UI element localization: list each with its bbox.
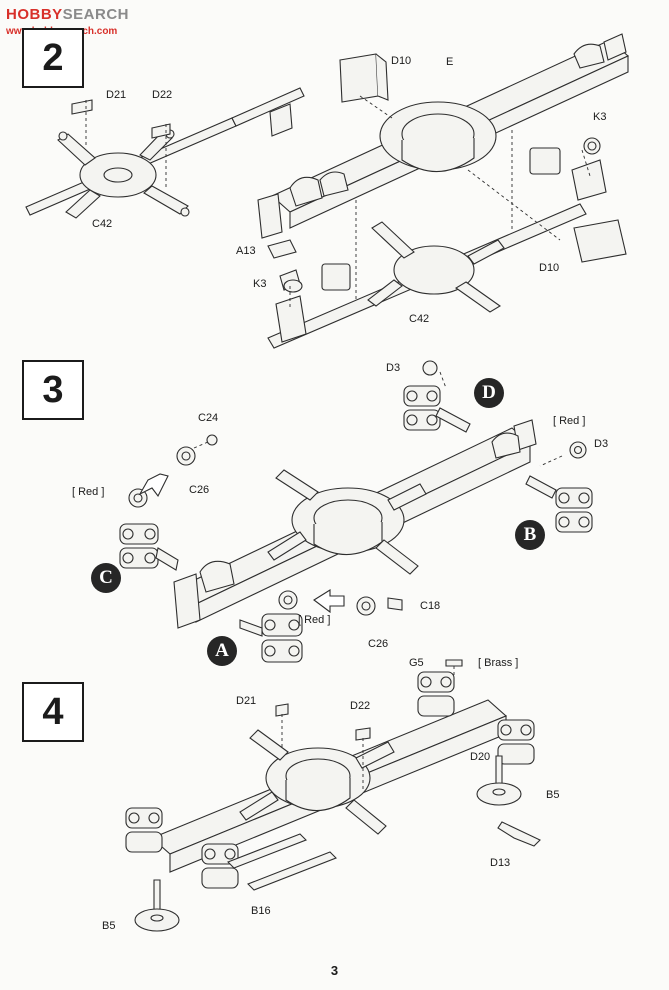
guide-k3-right bbox=[581, 149, 591, 177]
label-red-right: [ Red ] bbox=[553, 415, 586, 427]
callout-b: B bbox=[515, 520, 545, 550]
step3-part-c18 bbox=[387, 597, 403, 611]
label-d20: D20 bbox=[470, 751, 491, 763]
step2-detail-frame bbox=[25, 87, 305, 219]
step2-cross-c42 bbox=[267, 203, 587, 349]
label-b5-left: B5 bbox=[102, 920, 116, 932]
label-d21-step2: D21 bbox=[106, 89, 127, 101]
step4-part-g5 bbox=[445, 659, 463, 667]
step3-arrow-center bbox=[313, 589, 345, 614]
step3-bogie-b bbox=[525, 475, 593, 533]
label-c26-left: C26 bbox=[189, 484, 210, 496]
label-c42-step2-left: C42 bbox=[92, 218, 113, 230]
label-k3-left: K3 bbox=[253, 278, 267, 290]
watermark-logo: HOBBYSEARCH bbox=[6, 6, 129, 23]
step3-arrow-left bbox=[138, 473, 169, 498]
step3-part-c24 bbox=[206, 434, 218, 446]
step3-main-frame bbox=[173, 419, 537, 629]
label-d3-right: D3 bbox=[594, 438, 609, 450]
step3-bogie-d bbox=[403, 385, 471, 433]
step4-part-d22 bbox=[355, 727, 371, 741]
step-3-number: 3 bbox=[22, 360, 84, 420]
step3-part-d3-top bbox=[422, 360, 438, 376]
step4-part-b16-upper bbox=[227, 833, 307, 869]
label-c18: C18 bbox=[420, 600, 441, 612]
step4-bogies bbox=[125, 671, 535, 889]
step4-jack-right bbox=[476, 755, 522, 806]
guide-c42-center bbox=[467, 169, 561, 241]
step3-bogie-a bbox=[239, 613, 303, 663]
step-2-number: 2 bbox=[22, 28, 84, 88]
step4-part-d21 bbox=[275, 703, 289, 717]
page-number: 3 bbox=[330, 963, 339, 978]
label-d22-step2: D22 bbox=[152, 89, 173, 101]
guide-d10-top bbox=[359, 95, 393, 119]
callout-a: A bbox=[207, 636, 237, 666]
label-d10-bottom: D10 bbox=[539, 262, 560, 274]
label-d10-top: D10 bbox=[391, 55, 412, 67]
label-c26-center: C26 bbox=[368, 638, 389, 650]
label-b16: B16 bbox=[251, 905, 271, 917]
callout-d: D bbox=[474, 378, 504, 408]
label-red-left: [ Red ] bbox=[72, 486, 105, 498]
step-4-number: 4 bbox=[22, 682, 84, 742]
label-c42-step2-center: C42 bbox=[409, 313, 430, 325]
step4-jack-left bbox=[134, 879, 180, 932]
label-d22-step4: D22 bbox=[350, 700, 371, 712]
guide-d3-right bbox=[539, 455, 563, 467]
label-b5-right: B5 bbox=[546, 789, 560, 801]
label-red-center: [ Red ] bbox=[298, 614, 331, 626]
step2-no-glue-symbol-left bbox=[321, 263, 351, 291]
label-c24: C24 bbox=[198, 412, 219, 424]
guide-c24 bbox=[193, 441, 209, 449]
label-d21-step4: D21 bbox=[236, 695, 257, 707]
step4-main-frame bbox=[150, 699, 508, 873]
label-g5: G5 bbox=[409, 657, 424, 669]
label-d13: D13 bbox=[490, 857, 511, 869]
step2-no-glue-symbol-right bbox=[529, 147, 561, 175]
label-a13: A13 bbox=[236, 245, 256, 257]
label-k3-right: K3 bbox=[593, 111, 607, 123]
label-d3-top: D3 bbox=[386, 362, 401, 374]
step2-main-frame bbox=[257, 33, 629, 263]
step3-bogie-c bbox=[119, 523, 179, 571]
label-brass: [ Brass ] bbox=[478, 657, 519, 669]
guide-d3-top bbox=[439, 371, 447, 389]
watermark-logo-right: SEARCH bbox=[62, 6, 130, 23]
watermark-logo-left: HOBBY bbox=[6, 6, 63, 23]
step4-part-b16-lower bbox=[247, 851, 337, 891]
step4-part-d13 bbox=[497, 821, 541, 847]
label-e: E bbox=[446, 56, 454, 68]
callout-c: C bbox=[91, 563, 121, 593]
